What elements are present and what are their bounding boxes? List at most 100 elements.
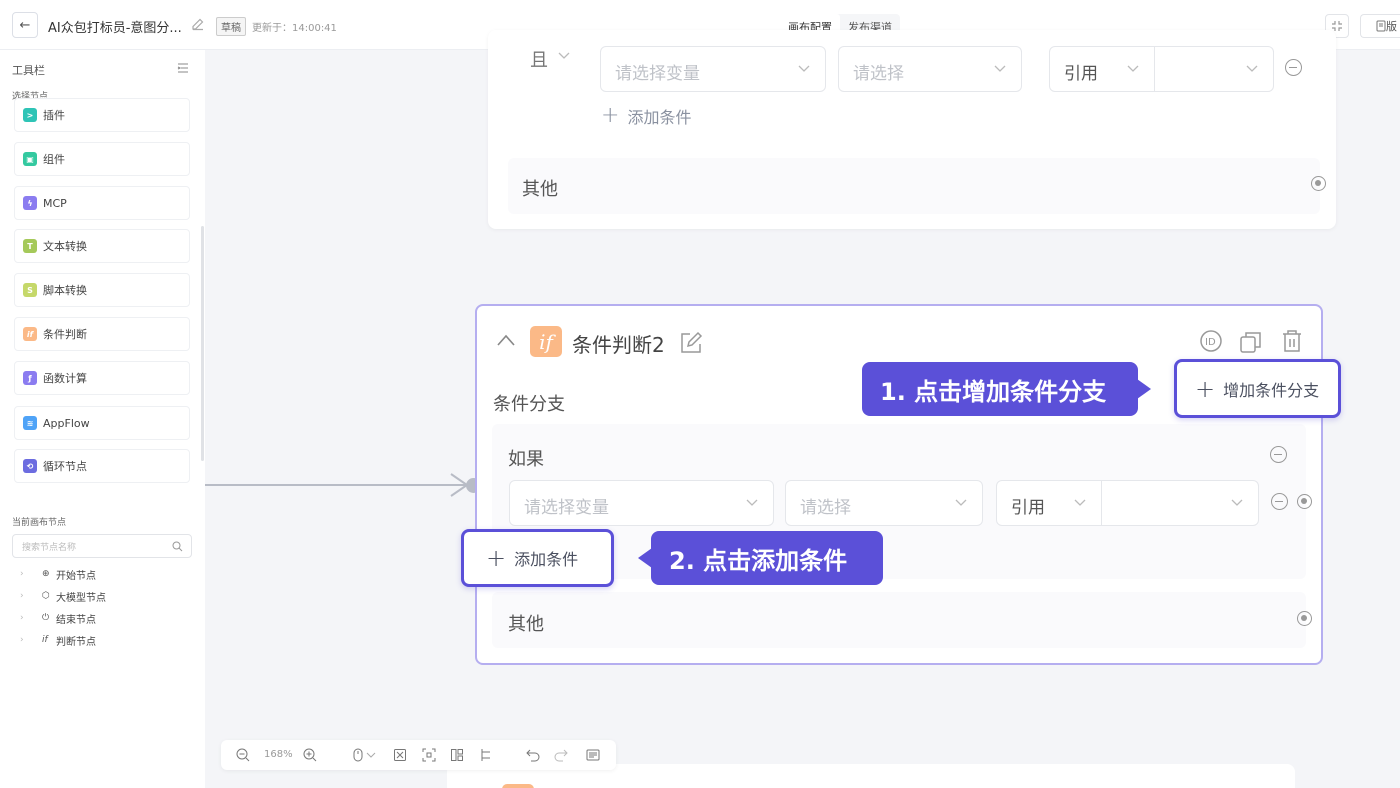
chevron-up-icon[interactable]	[496, 333, 516, 347]
tree-label: 开始节点	[56, 570, 96, 582]
tree-item-end[interactable]: › ⏻ 结束节点	[20, 610, 96, 626]
script-icon: S	[23, 283, 37, 297]
chevron-down-icon	[1127, 65, 1139, 72]
node-label: 条件判断	[43, 328, 87, 341]
fit-view-icon[interactable]	[393, 748, 407, 762]
if-icon: if	[530, 326, 562, 357]
node-mcp[interactable]: ϟ MCP	[14, 186, 190, 220]
reference-value-select[interactable]	[1101, 480, 1259, 526]
chevron-down-icon[interactable]	[558, 52, 570, 60]
edit-icon[interactable]	[679, 331, 703, 355]
tree-item-condition[interactable]: › if 判断节点	[20, 632, 96, 648]
canvas-nodes-label: 当前画布节点	[12, 518, 67, 528]
node-component[interactable]: ▣ 组件	[14, 142, 190, 176]
minimap-icon[interactable]	[586, 748, 600, 762]
operator-select[interactable]: 请选择	[838, 46, 1022, 92]
grid-layout-icon[interactable]	[450, 748, 464, 762]
lightning-icon: ϟ	[23, 196, 37, 210]
auto-layout-icon[interactable]	[422, 748, 436, 762]
remove-branch-icon[interactable]	[1270, 446, 1287, 463]
search-placeholder: 搜索节点名称	[22, 543, 77, 553]
edge-connector	[205, 484, 467, 486]
search-icon	[172, 541, 183, 552]
zoom-out-icon[interactable]	[236, 748, 250, 762]
chevron-right-icon: ›	[20, 569, 24, 579]
callout-step-2: 2. 点击添加条件	[638, 531, 883, 585]
variable-select[interactable]: 请选择变量	[509, 480, 774, 526]
operator-select[interactable]: 请选择	[785, 480, 983, 526]
node-label: MCP	[43, 196, 67, 210]
chevron-right-icon: ›	[20, 613, 24, 623]
node-label: 循环节点	[43, 460, 87, 473]
callout-step-1: 1. 点击增加条件分支	[862, 362, 1151, 416]
mouse-icon[interactable]	[351, 748, 365, 762]
node-label: 脚本转换	[43, 284, 87, 297]
id-icon[interactable]: ID	[1199, 329, 1223, 353]
button-label: 增加条件分支	[1223, 380, 1320, 400]
add-branch-button[interactable]: + 增加条件分支	[1174, 359, 1341, 418]
svg-text:ID: ID	[1205, 337, 1216, 348]
chevron-down-icon	[1231, 499, 1243, 506]
start-node-icon: ⊕	[42, 569, 50, 579]
node-text-transform[interactable]: T 文本转换	[14, 229, 190, 263]
zoom-in-icon[interactable]	[303, 748, 317, 762]
version-button[interactable]	[1360, 14, 1400, 38]
chevron-down-icon	[1074, 499, 1086, 506]
collapse-sidebar-icon[interactable]	[177, 62, 189, 74]
delete-icon[interactable]	[1280, 329, 1304, 353]
sidebar-scrollbar[interactable]	[201, 226, 204, 461]
reference-type-select[interactable]: 引用	[996, 480, 1102, 526]
select-node-label: 选择节点	[12, 92, 49, 102]
align-icon[interactable]	[479, 748, 493, 762]
node-title: 条件判断2	[572, 333, 665, 357]
reference-value-select[interactable]	[1154, 46, 1274, 92]
node-label: 插件	[43, 109, 65, 122]
branch-handle-icon[interactable]	[1297, 494, 1312, 509]
tree-item-llm[interactable]: › ⬡ 大模型节点	[20, 588, 106, 604]
redo-icon[interactable]	[554, 748, 568, 762]
plus-icon: +	[486, 544, 507, 572]
add-condition-button[interactable]: + 添加条件	[601, 104, 691, 128]
chevron-down-icon	[1246, 65, 1258, 72]
tree-label: 大模型节点	[56, 592, 106, 604]
text-transform-icon: T	[23, 239, 37, 253]
node-loop[interactable]: ⟲ 循环节点	[14, 449, 190, 483]
node-script-transform[interactable]: S 脚本转换	[14, 273, 190, 307]
loop-icon: ⟲	[23, 459, 37, 473]
remove-condition-icon[interactable]	[1285, 59, 1302, 76]
chevron-down-icon[interactable]	[366, 748, 376, 762]
node-function[interactable]: ƒ 函数计算	[14, 361, 190, 395]
copy-icon[interactable]	[1239, 330, 1263, 354]
node-label: 文本转换	[43, 240, 87, 253]
llm-node-icon: ⬡	[42, 591, 50, 601]
select-value: 引用	[1011, 498, 1045, 518]
end-node-icon: ⏻	[42, 613, 50, 623]
branch-handle-icon[interactable]	[1311, 176, 1326, 191]
chevron-right-icon: ›	[20, 635, 24, 645]
node-condition[interactable]: if 条件判断	[14, 317, 190, 351]
tree-item-start[interactable]: › ⊕ 开始节点	[20, 566, 96, 582]
node-plugin[interactable]: > 插件	[14, 98, 190, 132]
if-label: 如果	[508, 449, 544, 470]
select-value: 引用	[1064, 64, 1098, 84]
undo-icon[interactable]	[526, 748, 540, 762]
node-search-input[interactable]: 搜索节点名称	[12, 534, 192, 558]
back-button[interactable]: ←	[12, 12, 38, 38]
plus-icon: +	[601, 103, 620, 128]
add-condition-button[interactable]: + 添加条件	[461, 529, 614, 587]
canvas-toolbar: 168%	[221, 740, 616, 770]
variable-select[interactable]: 请选择变量	[600, 46, 826, 92]
remove-condition-icon[interactable]	[1271, 493, 1288, 510]
chevron-down-icon	[994, 65, 1006, 72]
node-label: AppFlow	[43, 416, 90, 430]
component-icon: ▣	[23, 152, 37, 166]
node-appflow[interactable]: ≋ AppFlow	[14, 406, 190, 440]
appflow-icon: ≋	[23, 416, 37, 430]
function-icon: ƒ	[23, 371, 37, 385]
edit-title-icon[interactable]	[191, 17, 205, 31]
select-placeholder: 请选择	[800, 498, 851, 518]
branch-handle-icon[interactable]	[1297, 611, 1312, 626]
shrink-icon	[1332, 21, 1342, 31]
collapse-button[interactable]	[1325, 14, 1349, 38]
reference-type-select[interactable]: 引用	[1049, 46, 1155, 92]
